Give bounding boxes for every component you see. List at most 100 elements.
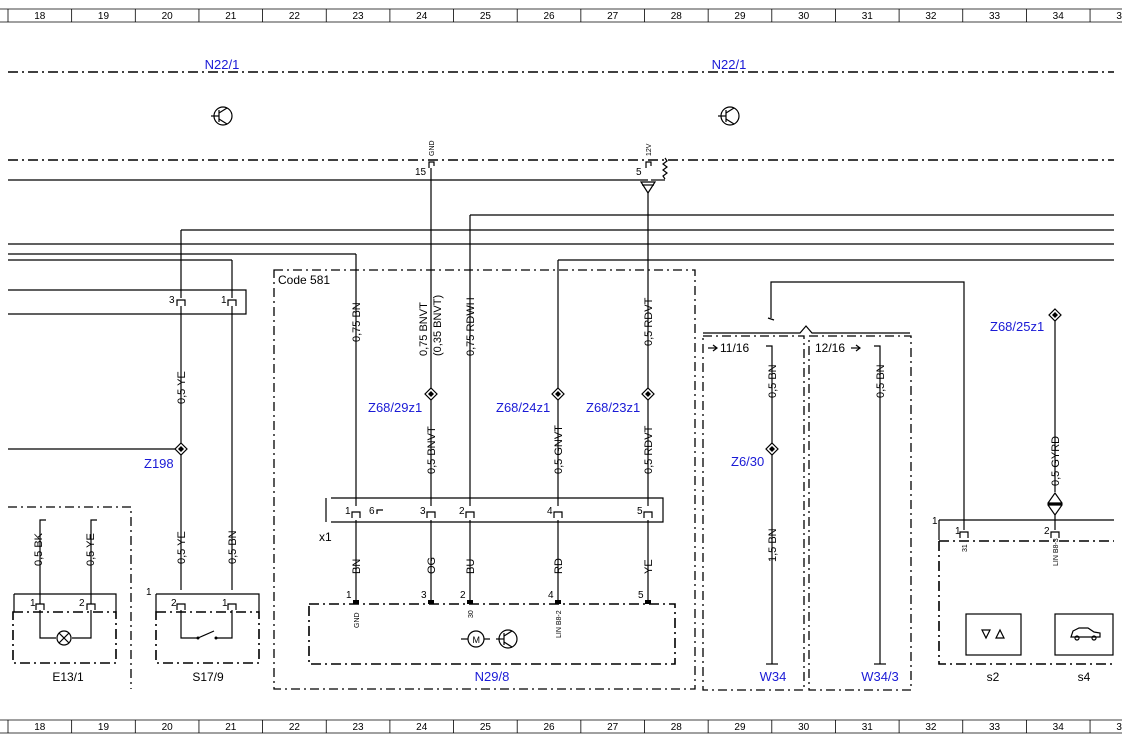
ruler-column-number: 18: [34, 722, 46, 733]
wire-label: 0,5 YE: [176, 371, 188, 404]
s17-9-box: [155, 611, 260, 664]
wire-label: 0,75 RDWH: [465, 297, 477, 356]
n22-1-label-right: N22/1: [712, 57, 747, 72]
z198-label: Z198: [144, 456, 174, 471]
ground-bracket: [703, 325, 910, 334]
gnd-pin-label: GND: [429, 140, 436, 156]
ground-triangle-icon: [639, 181, 657, 195]
wire-label: 0,5 BN: [227, 530, 239, 564]
transistor-icon: [211, 106, 233, 126]
ruler-column-number: 32: [925, 11, 937, 22]
top-ruler: 181920212223242526272829303132333435: [0, 8, 1122, 23]
ruler-column-number: 27: [607, 722, 619, 733]
s4-label: s4: [1078, 670, 1091, 684]
e13-outer-boundary: [8, 506, 132, 689]
e13-pin-2: 2: [79, 598, 85, 609]
bottom-ruler: 181920212223242526272829303132333435: [0, 719, 1122, 734]
ruler-column-number: 18: [34, 11, 46, 22]
splice-11-16: 11/16: [720, 341, 749, 355]
connector-z68-24z1: [551, 387, 565, 401]
wire-label: 1,5 BN: [767, 528, 779, 562]
s-right-31-label: 31: [962, 544, 969, 552]
e13-1-box: [12, 611, 117, 664]
s17-connector-bar: [8, 289, 247, 315]
connector-z68-25z1: [1048, 308, 1062, 322]
n29-pin-2: 2: [460, 590, 466, 601]
wire-label: 0,5 BN: [767, 364, 779, 398]
ruler-column-number: 31: [862, 11, 874, 22]
s17-pin-2: 2: [171, 598, 177, 609]
n29-8-box: [308, 603, 676, 665]
wire-label: (0,35 BNVT): [432, 295, 444, 356]
pin-3-connector: [176, 299, 186, 306]
wire-label: 0,75 BNVT: [418, 302, 430, 356]
pin-1-label: 1: [221, 295, 227, 306]
s-right-pin-2: 2: [1044, 526, 1050, 537]
s2-label: s2: [987, 670, 1000, 684]
ruler-column-number: 27: [607, 11, 619, 22]
ruler-column-number: 19: [98, 11, 110, 22]
wire-label: 0,5 RDVT: [643, 425, 655, 474]
transistor-icon: [496, 629, 518, 649]
pin-15-connector: [428, 161, 435, 168]
x1-connector-strip: [325, 497, 664, 523]
wire-label: 0,5 BK: [33, 532, 45, 566]
wire-label: 0,5 GYRD: [1050, 436, 1062, 486]
ruler-column-number: 22: [289, 11, 301, 22]
x1-pins: [351, 509, 653, 518]
w34-3-box: [808, 335, 912, 691]
wire-label: 0,5 GNVT: [553, 425, 565, 474]
n29-pin-3: 3: [421, 590, 427, 601]
ruler-column-number: 33: [989, 11, 1001, 22]
x1-pin-1: 1: [345, 506, 351, 517]
ruler-column-number: 25: [480, 11, 492, 22]
n29-pin-4: 4: [548, 590, 554, 601]
ruler-column-number: 35: [1116, 722, 1122, 733]
lamp-icon: [56, 630, 72, 646]
ruler-column-number: 33: [989, 722, 1001, 733]
ruler-column-number: 30: [798, 11, 810, 22]
ruler-column-number: 29: [734, 11, 746, 22]
z68-25z1-label: Z68/25z1: [990, 319, 1044, 334]
x1-pin-2: 2: [459, 506, 465, 517]
pin-15-label: 15: [415, 167, 427, 178]
ruler-column-number: 24: [416, 11, 428, 22]
ruler-column-number: 32: [925, 722, 937, 733]
n29-pin-5: 5: [638, 590, 644, 601]
s4-button: [1054, 613, 1114, 656]
ruler-column-number: 19: [98, 722, 110, 733]
n29-pin-1: 1: [346, 590, 352, 601]
color-label: BN: [351, 559, 363, 574]
loop-wire: [770, 281, 965, 530]
car-icon: [1070, 627, 1101, 641]
ground-hook-icon: [90, 519, 97, 528]
e13-1-label: E13/1: [52, 670, 84, 684]
double-arrow-connector-icon: [1046, 491, 1064, 517]
w34-3-label: W34/3: [861, 669, 899, 684]
n29-lin-label: LIN B8-2: [556, 610, 563, 638]
e13-pin-1: 1: [30, 598, 36, 609]
wire-label: 0,75 BN: [351, 302, 363, 342]
s-right-lin-label: LIN B8-3: [1053, 538, 1060, 566]
s17-9-label: S17/9: [192, 670, 224, 684]
color-label: YE: [643, 559, 655, 574]
color-label: BU: [465, 559, 477, 574]
up-down-arrows-icon: [981, 628, 1005, 640]
ruler-column-number: 20: [162, 11, 174, 22]
ruler-column-number: 34: [1053, 722, 1065, 733]
n29-gnd-label: GND: [354, 612, 361, 628]
z68-29z1-label: Z68/29z1: [368, 400, 422, 415]
ruler-column-number: 24: [416, 722, 428, 733]
z68-23z1-label: Z68/23z1: [586, 400, 640, 415]
s-right-pin-1: 1: [955, 526, 961, 537]
connector-z68-23z1: [641, 387, 655, 401]
ruler-column-number: 30: [798, 722, 810, 733]
x1-pin-6: 6: [369, 506, 375, 517]
pin-5-label: 5: [636, 167, 642, 178]
svg-text:M: M: [473, 635, 481, 645]
ruler-column-number: 34: [1053, 11, 1065, 22]
x1-pin-5: 5: [637, 506, 643, 517]
w34-box: [702, 335, 805, 691]
ruler-column-number: 25: [480, 722, 492, 733]
